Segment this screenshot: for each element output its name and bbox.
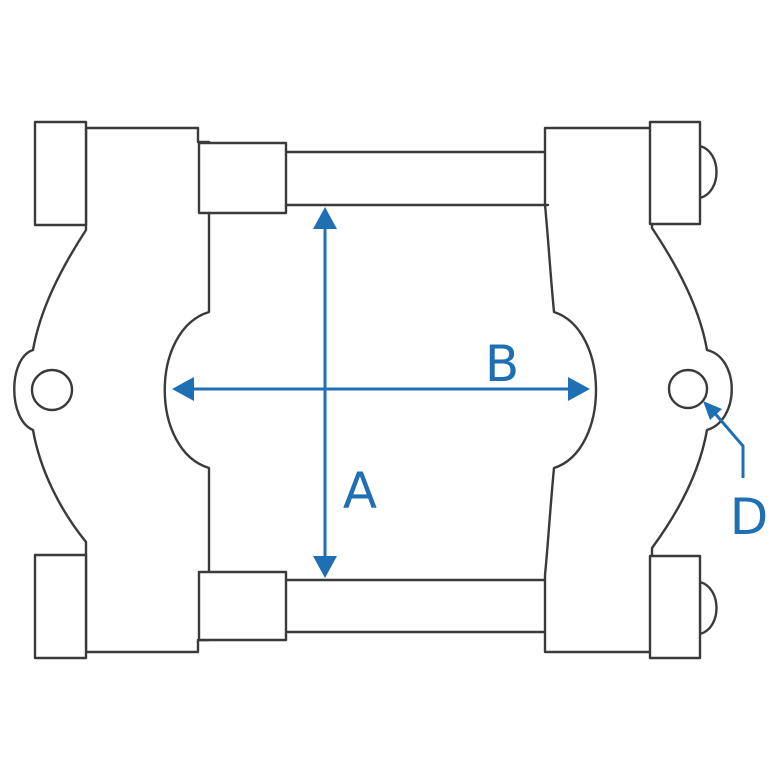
label-b: B <box>485 335 519 393</box>
leader-d <box>703 401 745 478</box>
right-top-nut <box>648 120 702 226</box>
dimension-a-arrow-bottom <box>313 556 337 578</box>
dimension-a <box>313 207 337 578</box>
right-plate <box>543 126 733 654</box>
bottom-rod-collar <box>197 570 288 642</box>
top-rod-collar <box>197 141 288 215</box>
dimension-b <box>172 377 590 401</box>
leader-d-line <box>710 409 745 478</box>
left-plate <box>13 126 211 654</box>
dimension-a-arrow-top <box>313 207 337 229</box>
right-top-bolt-cap <box>698 144 718 200</box>
left-bolt-hole <box>30 368 74 412</box>
left-top-nut <box>33 120 88 227</box>
label-d: D <box>730 488 769 546</box>
right-bolt-hole <box>667 368 709 410</box>
dimension-b-arrow-right <box>568 377 590 401</box>
top-rod <box>283 150 550 207</box>
label-a: A <box>343 462 377 520</box>
right-bottom-bolt-cap <box>698 580 718 636</box>
bottom-rod <box>283 578 550 634</box>
left-bottom-nut <box>33 553 88 660</box>
right-bottom-nut <box>648 554 702 660</box>
dimension-b-arrow-left <box>172 377 194 401</box>
leader-d-arrow <box>703 401 722 420</box>
